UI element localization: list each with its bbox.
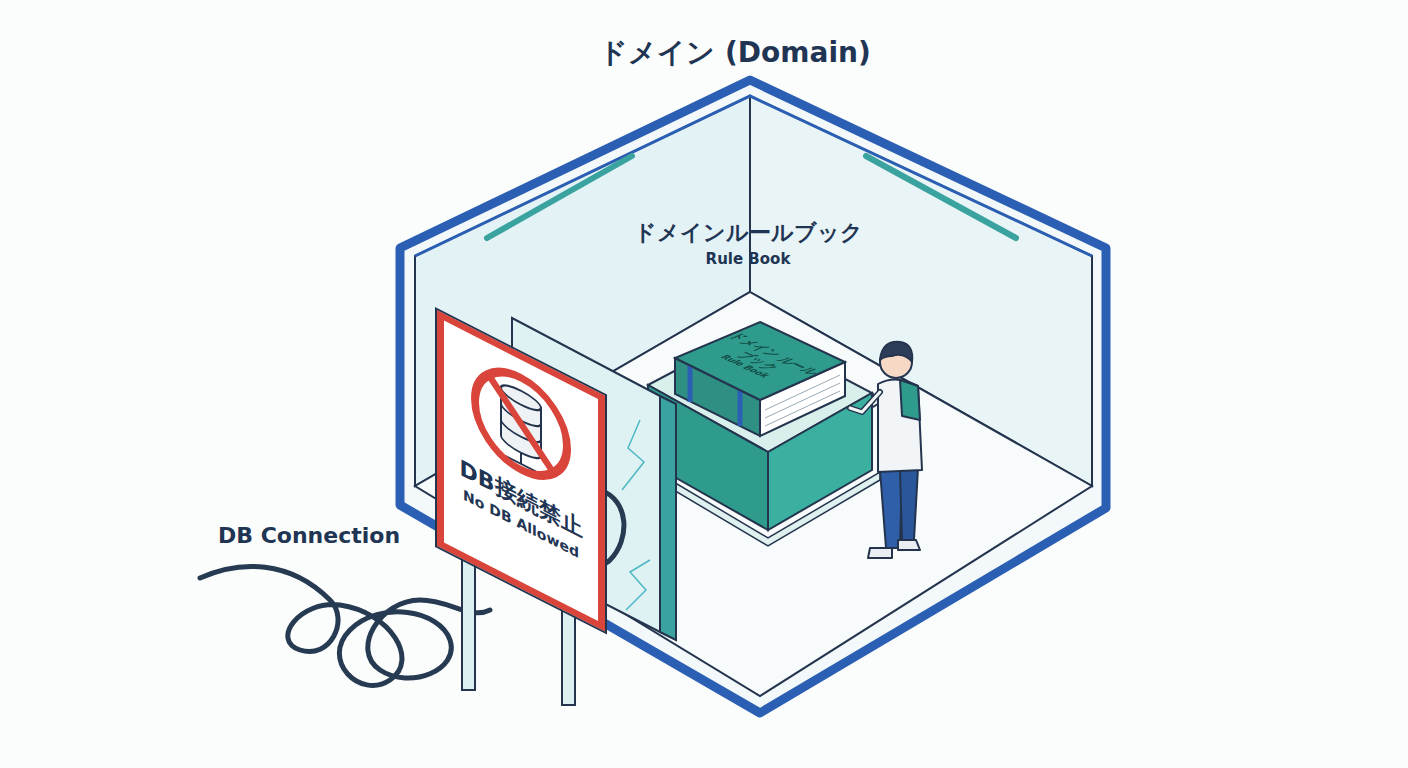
room-outline: [400, 80, 1106, 713]
diagram-title: ドメイン (Domain): [535, 34, 935, 72]
floor: [415, 292, 1092, 696]
cable-label: DB Connection: [218, 523, 438, 548]
book-cover: ドメイン ルールブックRule Book: [675, 322, 845, 398]
warning-sign: DB接続禁止No DB Allowed: [437, 310, 605, 632]
floating-label: ドメインルールブック: [548, 218, 948, 248]
ceiling-light: [866, 156, 1016, 238]
person: [850, 342, 922, 558]
rule-book: [675, 322, 845, 436]
wall-top-edge: [415, 96, 1092, 256]
floating-sublabel: Rule Book: [548, 250, 948, 268]
ceiling-light: [487, 156, 632, 238]
